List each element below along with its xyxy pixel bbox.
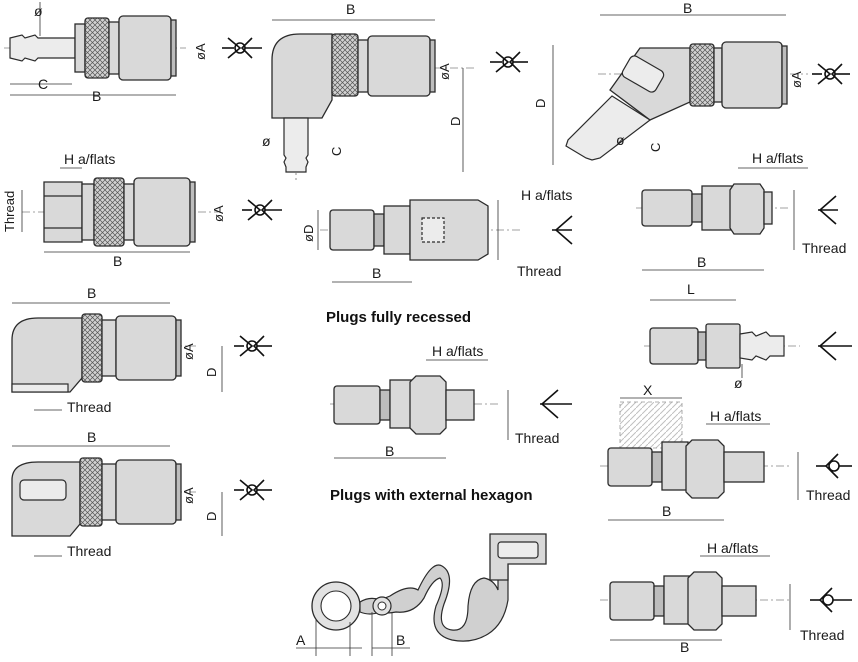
label-b-2: B — [346, 1, 355, 17]
label-thread-13: Thread — [800, 627, 844, 643]
plug-male-thread-hex — [636, 167, 808, 271]
label-thread-4: Thread — [2, 191, 17, 232]
label-b-7: B — [87, 285, 96, 301]
plug-male-thread — [317, 199, 520, 283]
label-c-3: C — [648, 143, 663, 152]
coupling-hose-tail-straight — [4, 2, 186, 96]
label-x-11: X — [643, 382, 653, 398]
label-h-flats-9: H a/flats — [432, 343, 483, 359]
plug-external-hexagon-2 — [600, 555, 791, 641]
label-b-11: B — [662, 503, 671, 519]
socket-symbol-4 — [242, 199, 282, 221]
caption-plugs-fully-recessed: Plugs fully recessed — [326, 309, 471, 326]
label-c-1: C — [38, 76, 48, 92]
coupling-elbow-hose-tail — [271, 19, 475, 180]
label-c-2: C — [329, 147, 344, 156]
coupling-female-thread — [21, 167, 218, 253]
plug-symbol-8 — [818, 331, 852, 361]
label-phi-1: ø — [34, 3, 43, 19]
label-phi-a-3: øA — [789, 71, 804, 88]
caption-plugs-external-hexagon: Plugs with external hexagon — [330, 487, 533, 504]
plug-symbol-11 — [816, 453, 852, 479]
plug-symbol-13 — [810, 587, 852, 613]
label-b-13: B — [680, 639, 689, 655]
label-d-10: D — [204, 512, 219, 521]
label-h-flats-13: H a/flats — [707, 540, 758, 556]
label-b-1: B — [92, 88, 101, 104]
label-phi-2: ø — [262, 133, 271, 149]
label-b-5: B — [372, 265, 381, 281]
plug-symbol-9 — [540, 389, 572, 419]
plug-clearance-zone — [600, 397, 799, 521]
label-l-8: L — [687, 281, 695, 297]
label-a-12: A — [296, 632, 306, 648]
label-thread-5: Thread — [517, 263, 561, 279]
label-b-12: B — [396, 632, 405, 648]
coupling-elbow-female-thread-2 — [11, 445, 223, 557]
socket-symbol-10 — [234, 479, 272, 501]
label-phi-a-7: øA — [181, 343, 196, 360]
coupling-45deg-hose-tail — [552, 14, 808, 165]
label-thread-9: Thread — [515, 430, 559, 446]
plug-external-hexagon — [330, 359, 509, 459]
socket-symbol-1 — [222, 37, 262, 59]
plug-hose-tail — [644, 299, 800, 378]
label-h-flats-11: H a/flats — [710, 408, 761, 424]
label-phi-a-1: øA — [193, 43, 208, 60]
plug-symbol-6 — [818, 195, 838, 225]
label-b-6: B — [697, 254, 706, 270]
plug-symbol-5 — [552, 215, 573, 245]
label-phi-3: ø — [616, 132, 625, 148]
label-h-flats-6: H a/flats — [752, 150, 803, 166]
label-thread-10: Thread — [67, 543, 111, 559]
label-b-9: B — [385, 443, 394, 459]
label-d-3: D — [533, 99, 548, 108]
label-thread-7: Thread — [67, 399, 111, 415]
label-phi-a-2: øA — [437, 63, 452, 80]
protective-cap-strap — [296, 533, 547, 656]
socket-symbol-3 — [812, 63, 850, 85]
label-b-4: B — [113, 253, 122, 269]
label-thread-11: Thread — [806, 487, 850, 503]
label-phi-a-10: øA — [181, 487, 196, 504]
label-b-10: B — [87, 429, 96, 445]
socket-symbol-2 — [490, 51, 528, 73]
label-phi-8: ø — [734, 375, 743, 391]
label-d-2: D — [448, 117, 463, 126]
label-b-3: B — [683, 0, 692, 16]
label-d-7: D — [204, 368, 219, 377]
label-phi-d-5: øD — [301, 225, 316, 242]
coupling-elbow-female-thread — [11, 302, 223, 411]
label-thread-6: Thread — [802, 240, 846, 256]
socket-symbol-7 — [234, 335, 272, 357]
label-phi-a-4: øA — [211, 205, 226, 222]
label-h-flats-4: H a/flats — [64, 151, 115, 167]
label-h-flats-5: H a/flats — [521, 187, 572, 203]
